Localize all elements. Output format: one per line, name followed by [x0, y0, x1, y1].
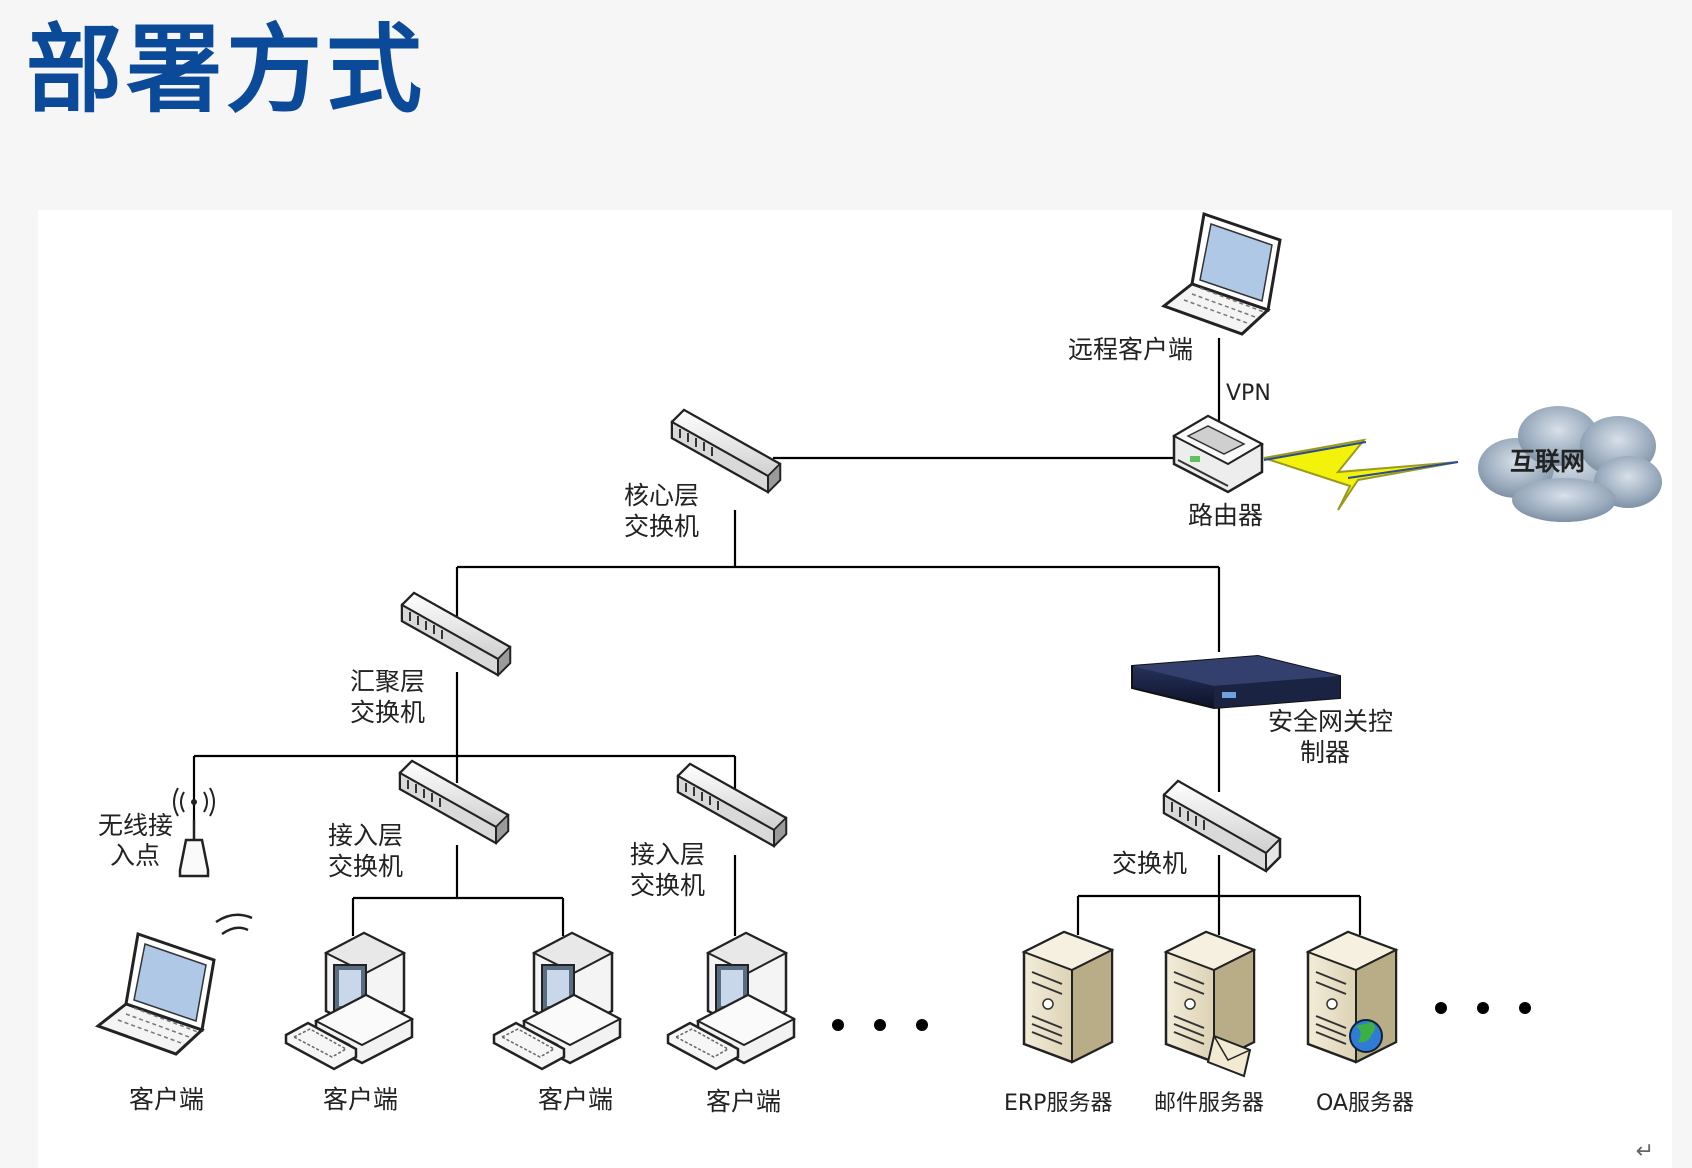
- client-desktop-3-icon: [666, 931, 796, 1071]
- access-switch-1-label-1: 接入层: [328, 821, 403, 850]
- client-label-4: 客户端: [706, 1087, 781, 1116]
- more-clients-ellipsis: [832, 1019, 928, 1031]
- client-desktop-1-icon: [284, 931, 414, 1071]
- network-diagram-panel: 远程客户端 VPN 路由器 互联网 核心层 交换机 汇聚层 交换机 安全网关控 …: [38, 210, 1672, 1168]
- client-laptop-icon: [96, 932, 216, 1056]
- mail-envelope-icon: [1206, 1034, 1252, 1078]
- core-switch-label-1: 核心层: [624, 481, 699, 510]
- network-diagram: 远程客户端 VPN 路由器 互联网 核心层 交换机 汇聚层 交换机 安全网关控 …: [96, 212, 1662, 1116]
- mail-server-label: 邮件服务器: [1154, 1091, 1264, 1116]
- vpn-label: VPN: [1226, 381, 1271, 406]
- erp-server-icon: [1022, 930, 1114, 1064]
- access-switch-2-label-1: 接入层: [630, 840, 705, 869]
- access-switch-1-icon: [398, 759, 510, 845]
- internet-label: 互联网: [1510, 447, 1585, 476]
- security-gateway-icon: [1131, 654, 1341, 710]
- page-title: 部署方式: [26, 14, 426, 126]
- aggregation-switch-label-2: 交换机: [350, 698, 425, 727]
- access-switch-2-label-2: 交换机: [630, 871, 705, 900]
- client-label-3: 客户端: [538, 1085, 613, 1114]
- mail-server-icon: [1164, 930, 1256, 1064]
- wan-lightning-icon: [1263, 438, 1459, 511]
- remote-laptop-icon: [1162, 212, 1282, 336]
- client-label-1: 客户端: [129, 1085, 204, 1114]
- core-switch-icon: [670, 408, 782, 494]
- access-switch-2-icon: [676, 762, 788, 848]
- remote-client-label: 远程客户端: [1068, 335, 1193, 364]
- security-gateway-label-2: 制器: [1300, 738, 1350, 767]
- router-icon: [1171, 414, 1265, 494]
- client-desktop-2-icon: [492, 931, 622, 1071]
- oa-server-label: OA服务器: [1316, 1091, 1414, 1116]
- globe-icon: [1349, 1019, 1383, 1053]
- wireless-ap-label-2: 入点: [110, 841, 160, 870]
- connection-lines: [192, 338, 1362, 936]
- more-servers-ellipsis: [1435, 1002, 1531, 1014]
- wireless-signal-icon: [215, 913, 253, 936]
- erp-server-label: ERP服务器: [1004, 1091, 1112, 1116]
- wireless-ap-icon: [173, 787, 215, 878]
- paragraph-return-icon: ↵: [1635, 1139, 1654, 1164]
- aggregation-switch-label-1: 汇聚层: [350, 667, 425, 696]
- wireless-ap-label-1: 无线接: [98, 811, 173, 840]
- server-switch-label: 交换机: [1112, 849, 1187, 878]
- internet-cloud-icon: [1478, 406, 1662, 522]
- core-switch-label-2: 交换机: [624, 512, 699, 541]
- access-switch-1-label-2: 交换机: [328, 852, 403, 881]
- security-gateway-label-1: 安全网关控: [1268, 707, 1393, 736]
- router-label: 路由器: [1188, 501, 1263, 530]
- client-label-2: 客户端: [323, 1085, 398, 1114]
